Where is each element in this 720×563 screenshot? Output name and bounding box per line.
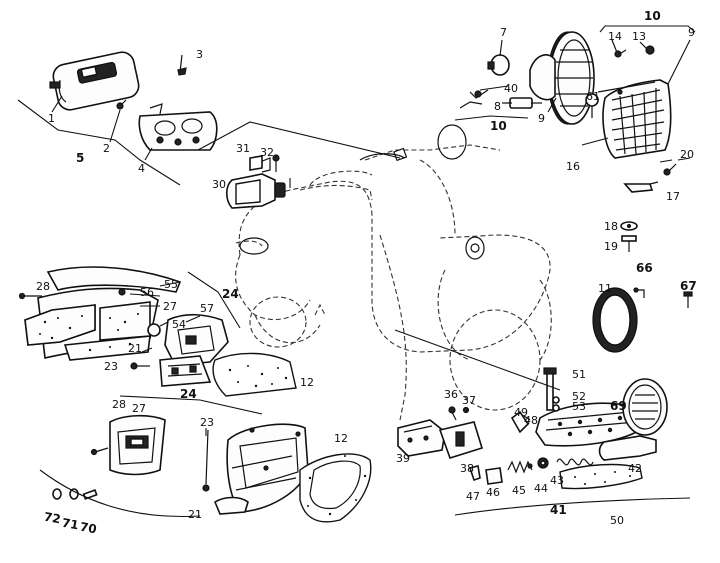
callout-32: 32 xyxy=(260,146,274,159)
callout-21-rear: 21 xyxy=(128,342,142,355)
callout-61: 61 xyxy=(586,90,600,103)
callout-54: 54 xyxy=(172,318,186,331)
callout-10-lamp: 10 xyxy=(490,119,507,133)
callout-56: 56 xyxy=(140,286,154,299)
rear-cowl-assembly xyxy=(18,266,297,397)
glovebox-mat-texture xyxy=(307,455,367,516)
callout-42: 42 xyxy=(628,462,642,475)
right-small-parts xyxy=(592,163,693,436)
callout-12-rear: 12 xyxy=(300,376,314,389)
callout-47: 47 xyxy=(466,490,480,503)
callout-28-glovebox: 28 xyxy=(112,398,126,411)
callout-44: 44 xyxy=(534,482,548,495)
callout-52: 52 xyxy=(572,390,586,403)
callout-27-glovebox: 27 xyxy=(132,402,146,415)
callout-70: 70 xyxy=(79,520,98,537)
callout-8: 8 xyxy=(494,100,501,113)
callout-39: 39 xyxy=(396,452,410,465)
battery-mat-texture xyxy=(574,471,631,485)
callout-9-lamp: 9 xyxy=(538,112,545,125)
callout-10-rim: 10 xyxy=(644,9,661,23)
callout-40: 40 xyxy=(504,82,518,95)
callout-67: 67 xyxy=(680,279,697,293)
speedometer-assembly xyxy=(49,51,218,151)
callout-labels: 1 2 3 4 5 7 8 9 9 10 10 11 12 12 13 14 1… xyxy=(36,9,697,536)
callout-66: 66 xyxy=(636,261,653,275)
callout-57: 57 xyxy=(200,302,214,315)
callout-43: 43 xyxy=(550,474,564,487)
headlamp-assembly xyxy=(459,31,672,159)
speckle-texture xyxy=(39,313,139,352)
callout-4: 4 xyxy=(138,162,145,175)
callout-53: 53 xyxy=(572,400,586,413)
callout-72: 72 xyxy=(43,510,62,527)
callout-18: 18 xyxy=(604,220,618,233)
callout-50: 50 xyxy=(610,514,624,527)
callout-7: 7 xyxy=(500,26,507,39)
callout-30: 30 xyxy=(212,178,226,191)
horn-battery-assembly xyxy=(397,367,657,490)
callout-37: 37 xyxy=(462,394,476,407)
callout-2: 2 xyxy=(103,142,110,155)
callout-49: 49 xyxy=(514,406,528,419)
callout-27-rear: 27 xyxy=(163,300,177,313)
callout-13: 13 xyxy=(632,30,646,43)
callout-38: 38 xyxy=(460,462,474,475)
glovebox-assembly xyxy=(52,414,372,523)
callout-12-glovebox: 12 xyxy=(334,432,348,445)
callout-23-rear: 23 xyxy=(104,360,118,373)
callout-20: 20 xyxy=(680,148,694,161)
callout-9-rim: 9 xyxy=(688,26,695,39)
callout-11: 11 xyxy=(598,282,612,295)
callout-31: 31 xyxy=(236,142,250,155)
callout-5: 5 xyxy=(76,151,84,165)
callout-71: 71 xyxy=(61,516,80,533)
callout-23-glovebox: 23 xyxy=(200,416,214,429)
callout-45: 45 xyxy=(512,484,526,497)
callout-3: 3 xyxy=(196,48,203,61)
switch-assembly xyxy=(225,154,286,209)
callout-41: 41 xyxy=(550,503,567,517)
callout-21-glovebox: 21 xyxy=(188,508,202,521)
callout-46: 46 xyxy=(486,486,500,499)
callout-24-bottom: 24 xyxy=(180,387,197,401)
callout-69: 69 xyxy=(610,399,627,413)
callout-1: 1 xyxy=(48,112,55,125)
mat-texture xyxy=(228,365,288,388)
callout-14: 14 xyxy=(608,30,622,43)
scooter-outline xyxy=(235,124,552,421)
callout-28-rear: 28 xyxy=(36,280,50,293)
callout-36: 36 xyxy=(444,388,458,401)
callout-19: 19 xyxy=(604,240,618,253)
callout-24-top: 24 xyxy=(222,287,239,301)
callout-17: 17 xyxy=(666,190,680,203)
callout-48: 48 xyxy=(524,414,538,427)
callout-55: 55 xyxy=(164,278,178,291)
callout-16: 16 xyxy=(566,160,580,173)
callout-51: 51 xyxy=(572,368,586,381)
